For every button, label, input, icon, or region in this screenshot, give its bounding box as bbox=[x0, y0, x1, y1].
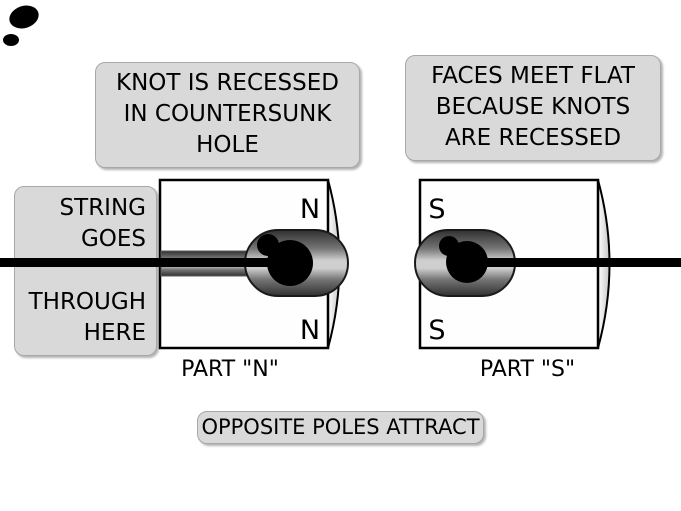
callout-line: BECAUSE KNOTS bbox=[435, 94, 631, 120]
callout-line: HOLE bbox=[196, 132, 259, 158]
ink-mark bbox=[9, 5, 39, 29]
callout-line-group-top: STRING GOES bbox=[25, 193, 146, 255]
caption-part-n: PART "N" bbox=[181, 357, 279, 382]
pole-label-s-top: S bbox=[428, 194, 445, 225]
callout-line: OPPOSITE POLES ATTRACT bbox=[201, 415, 480, 439]
callout-line: FACES MEET FLAT bbox=[431, 63, 635, 89]
knot-part-s bbox=[439, 236, 488, 283]
callout-line-group-bottom: THROUGH HERE bbox=[25, 287, 146, 349]
callout-faces-meet-flat: FACES MEET FLAT BECAUSE KNOTS ARE RECESS… bbox=[405, 55, 661, 161]
pole-label-n-top: N bbox=[300, 194, 320, 225]
knot-blob bbox=[257, 234, 279, 256]
string-right-segment bbox=[460, 258, 681, 267]
callout-line: GOES bbox=[80, 226, 146, 252]
knot-blob bbox=[439, 236, 459, 256]
callout-opposite-poles: OPPOSITE POLES ATTRACT bbox=[197, 411, 484, 444]
callout-line: KNOT IS RECESSED bbox=[116, 70, 339, 96]
knot-blob bbox=[267, 240, 313, 286]
callout-string-path: STRING GOES THROUGH HERE bbox=[14, 186, 157, 356]
callout-line: HERE bbox=[83, 320, 146, 346]
pole-label-s-bottom: S bbox=[428, 315, 445, 346]
ink-mark bbox=[3, 34, 19, 46]
callout-line: THROUGH bbox=[28, 289, 146, 315]
callout-line: IN COUNTERSUNK bbox=[123, 101, 332, 127]
callout-line: STRING bbox=[59, 195, 146, 221]
knot-part-n bbox=[257, 234, 313, 286]
pole-label-n-bottom: N bbox=[300, 315, 320, 346]
callout-line: ARE RECESSED bbox=[444, 125, 622, 151]
callout-knot-recessed: KNOT IS RECESSED IN COUNTERSUNK HOLE bbox=[95, 62, 360, 168]
string-left-segment bbox=[0, 258, 292, 267]
caption-part-s: PART "S" bbox=[479, 357, 576, 382]
